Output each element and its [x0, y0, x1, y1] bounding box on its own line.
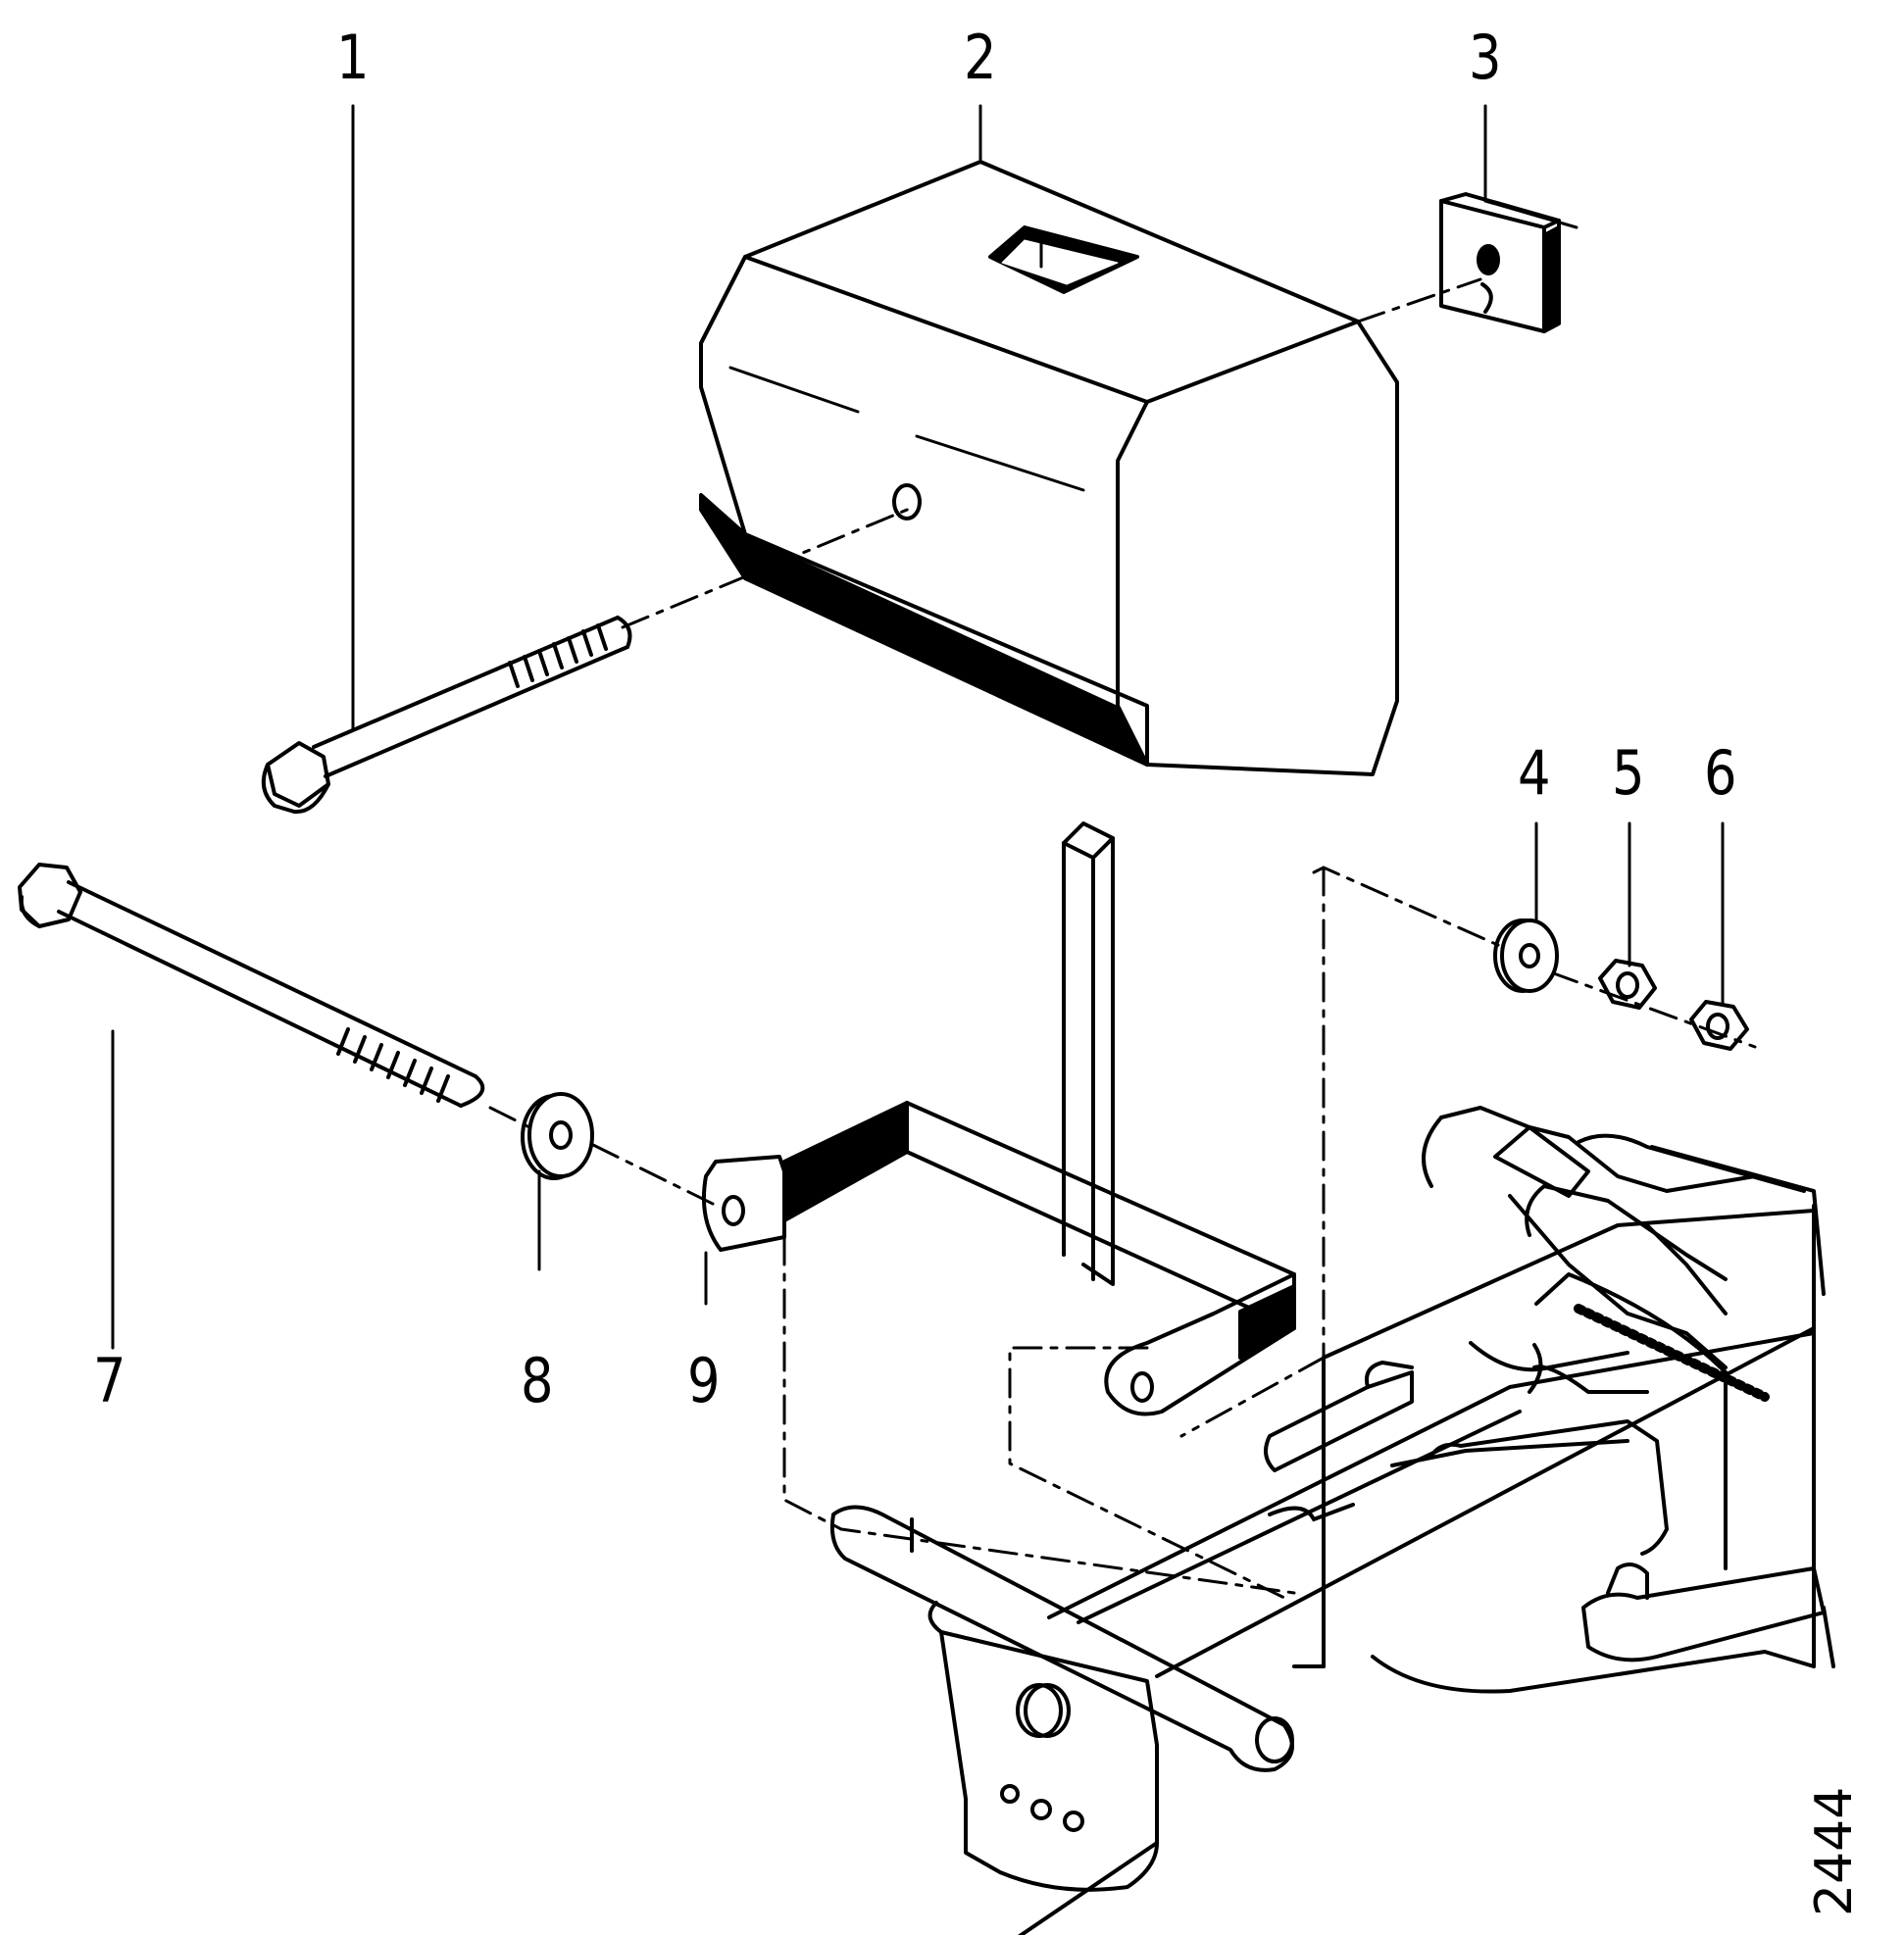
callout-7: 7 — [92, 1345, 126, 1416]
callout-2: 2 — [963, 22, 997, 93]
washer-part-8 — [521, 1092, 594, 1180]
square-plate-part-3 — [1439, 192, 1561, 333]
bolt-part-1 — [261, 616, 632, 815]
bolt-part-7 — [18, 863, 485, 1108]
washer-part-4 — [1493, 918, 1559, 993]
callout-3: 3 — [1468, 22, 1502, 93]
leader-lines — [111, 104, 1725, 1350]
callout-1: 1 — [335, 22, 370, 93]
weight-block-part-2 — [699, 160, 1399, 776]
bracket-part-9 — [701, 821, 1296, 1416]
callout-9: 9 — [686, 1345, 721, 1416]
figure-number: 2444 — [1805, 1786, 1864, 1916]
callout-8: 8 — [520, 1345, 554, 1416]
callout-6: 6 — [1703, 737, 1737, 809]
nut-part-6 — [1689, 1000, 1749, 1051]
axis-lines — [488, 277, 1757, 1600]
callout-4: 4 — [1517, 737, 1551, 809]
nut-part-5 — [1598, 959, 1657, 1010]
base-frame-assembly — [829, 1106, 1835, 1935]
callout-5: 5 — [1611, 737, 1645, 809]
